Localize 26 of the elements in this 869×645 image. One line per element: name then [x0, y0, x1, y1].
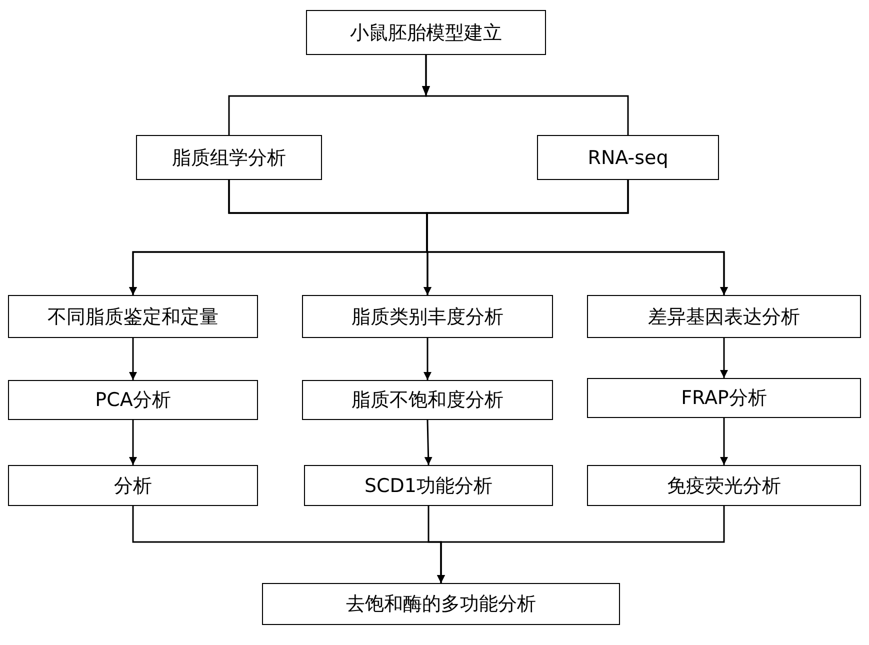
process-box: [587, 378, 861, 418]
process-box: [587, 295, 861, 338]
box-label: 免疫荧光分析: [667, 474, 781, 498]
process-box: [8, 380, 258, 420]
process-box: [302, 380, 553, 420]
process-box: [537, 135, 719, 180]
process-box: [136, 135, 322, 180]
process-box: [587, 465, 861, 506]
process-box: [302, 295, 553, 338]
box-label: 脂质不饱和度分析: [352, 388, 504, 413]
process-box: [304, 465, 553, 506]
box-label: FRAP分析: [681, 386, 767, 411]
box-label: 小鼠胚胎模型建立: [350, 20, 502, 46]
box-label: PCA分析: [95, 388, 171, 413]
box-label: 脂质组学分析: [172, 146, 286, 170]
process-box: [8, 465, 258, 506]
process-box: [8, 295, 258, 338]
box-label: 去饱和酶的多功能分析: [346, 592, 536, 617]
box-label: 不同脂质鉴定和定量: [48, 304, 218, 330]
box-label: RNA-seq: [588, 146, 668, 168]
box-label: 脂质类别丰度分析: [352, 304, 504, 330]
process-box: [306, 10, 546, 55]
box-label: 差异基因表达分析: [648, 304, 800, 330]
process-box: [262, 583, 620, 625]
box-label: SCD1功能分析: [364, 474, 493, 498]
box-label: 分析: [114, 474, 152, 498]
